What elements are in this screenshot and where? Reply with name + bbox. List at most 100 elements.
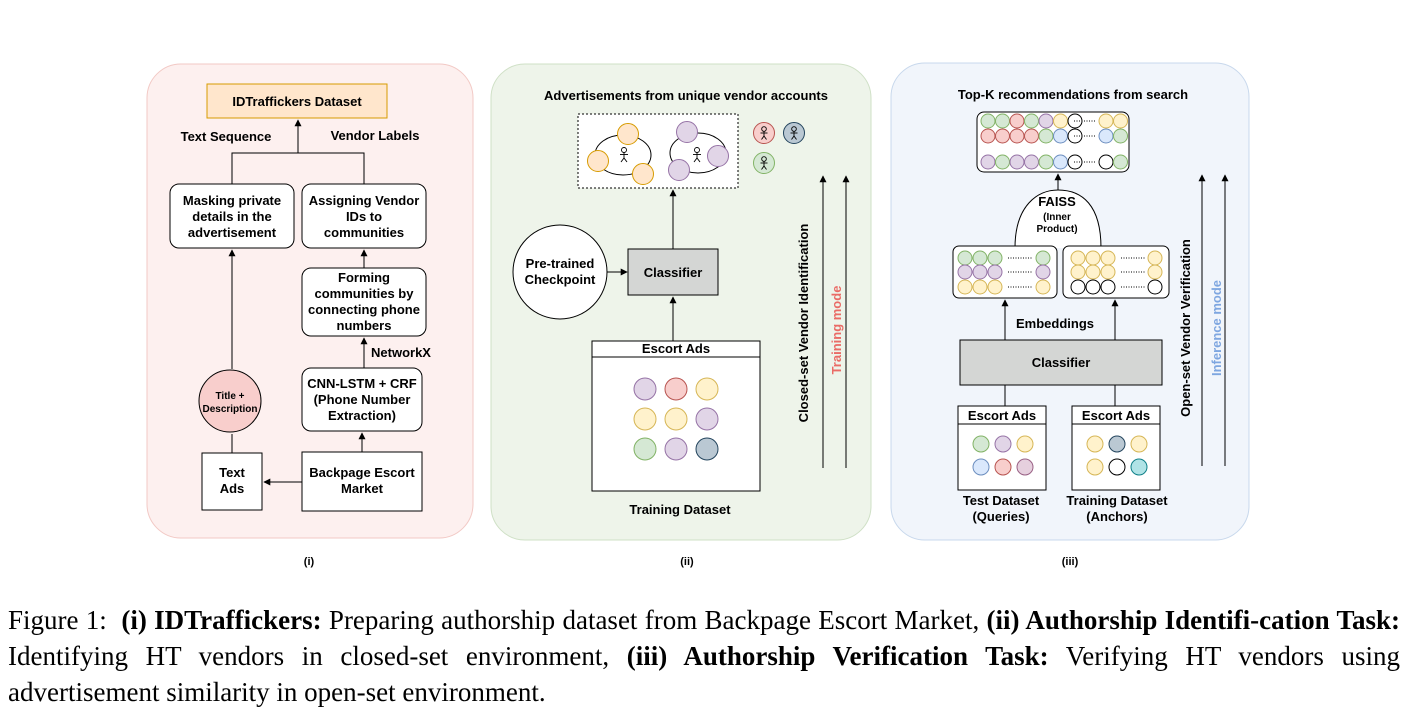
embedding-node [972, 250, 988, 266]
training-mode-label: Training mode [829, 286, 844, 375]
ad-node [695, 377, 719, 401]
idtraffickers-dataset-label: IDTraffickers Dataset [232, 94, 362, 109]
embedding-node [957, 264, 973, 280]
cluster-right-node-3 [668, 159, 690, 181]
vendor-labels-label: Vendor Labels [331, 128, 420, 143]
embeddings-label: Embeddings [1016, 316, 1094, 331]
escort-ads-left-label: Escort Ads [968, 408, 1036, 423]
embedding-node [972, 264, 988, 280]
forming-line-1: Forming [338, 270, 390, 285]
panel-i-label: (i) [304, 556, 315, 568]
embedding-node [957, 250, 973, 266]
embedding-node [1035, 279, 1051, 295]
embedding-node [1035, 250, 1051, 266]
faiss-sub-2: Product) [1036, 224, 1077, 235]
embedding-node [1038, 128, 1054, 144]
test-ads-grid [972, 435, 1034, 476]
text-ads-line-1: Text [219, 465, 245, 480]
ad-node [633, 407, 657, 431]
panel-iii-title: Top-K recommendations from search [958, 87, 1188, 102]
masking-line-3: advertisement [188, 225, 277, 240]
person-icon [693, 147, 701, 163]
ad-node [664, 407, 688, 431]
embedding-node [1113, 113, 1128, 129]
idtraffickers-dataset-box [206, 83, 388, 119]
ads-grid-ii [633, 377, 719, 461]
embedding-node [1053, 154, 1068, 170]
embedding-node [972, 279, 988, 295]
ad-node [1086, 458, 1104, 476]
cluster-right-node-2 [707, 145, 729, 167]
masking-line-1: Masking private [183, 193, 281, 208]
cnn-line-3: Extraction) [328, 408, 396, 423]
embedding-node [1100, 264, 1116, 280]
embeddings-grid [957, 250, 1163, 295]
embedding-node [1085, 250, 1101, 266]
embedding-node [1100, 279, 1116, 295]
caption-part1-text: Preparing authorship dataset from Backpa… [328, 605, 980, 635]
assigning-line-1: Assigning Vendor [309, 193, 420, 208]
masking-line-2: details in the [192, 209, 271, 224]
embedding-node [1070, 250, 1086, 266]
text-ads-box [201, 452, 263, 511]
ad-node [994, 435, 1012, 453]
ad-node [1086, 435, 1104, 453]
pretrained-line-2: Checkpoint [525, 272, 596, 287]
figure-caption: Figure 1: (i) IDTraffickers: Preparing a… [8, 602, 1400, 710]
embedding-node [1113, 128, 1128, 144]
ad-node [994, 458, 1012, 476]
ad-node [633, 377, 657, 401]
cnn-line-1: CNN-LSTM + CRF [307, 376, 416, 391]
ad-node [695, 407, 719, 431]
faiss-label: FAISS [1038, 194, 1076, 209]
embedding-node [1009, 128, 1025, 144]
ad-node [1016, 458, 1034, 476]
cluster-left-node-2 [587, 150, 609, 172]
cluster-right-node-1 [676, 121, 698, 143]
embedding-node [1100, 250, 1116, 266]
embedding-node [957, 279, 973, 295]
embedding-node [987, 250, 1003, 266]
person-icon [760, 156, 768, 170]
masking-box [169, 183, 295, 249]
person-icon [620, 147, 628, 163]
test-dataset-line-2: (Queries) [972, 509, 1029, 524]
text-ads-line-2: Ads [220, 481, 245, 496]
ad-node [633, 437, 657, 461]
assigning-box [301, 183, 427, 249]
forming-box [301, 267, 427, 337]
panel-ii-label: (ii) [680, 556, 694, 568]
forming-line-3: connecting phone [308, 302, 420, 317]
embedding-node [1147, 250, 1163, 266]
embedding-node [995, 154, 1010, 170]
embedding-node [1085, 264, 1101, 280]
embedding-node [1035, 264, 1051, 280]
embedding-node [1070, 264, 1086, 280]
embedding-node [1098, 113, 1114, 129]
embedding-node [1070, 279, 1086, 295]
panel-i: IDTraffickers Dataset Text Sequence Vend… [146, 63, 474, 568]
title-desc-line-2: Description [202, 404, 257, 415]
faiss-sub-1: (Inner [1043, 212, 1071, 223]
escort-ads-right-label: Escort Ads [1082, 408, 1150, 423]
assigning-line-2: IDs to [346, 209, 382, 224]
embedding-node [987, 264, 1003, 280]
embedding-node [1009, 113, 1025, 129]
vendor-legend [753, 122, 805, 174]
closed-set-vertical-label: Closed-set Vendor Identification [796, 224, 811, 423]
panel-ii-title: Advertisements from unique vendor accoun… [544, 88, 828, 103]
ad-node [664, 437, 688, 461]
training-dataset-label-ii: Training Dataset [629, 502, 731, 517]
embedding-node [1024, 113, 1039, 129]
figure-diagram: IDTraffickers Dataset Text Sequence Vend… [146, 62, 1250, 568]
forming-line-4: numbers [337, 318, 392, 333]
embedding-node [1038, 113, 1054, 129]
networkx-label: NetworkX [371, 345, 431, 360]
embedding-node [1024, 154, 1039, 170]
training-dataset-line-1: Training Dataset [1066, 493, 1168, 508]
backpage-line-2: Market [341, 481, 384, 496]
open-set-vertical-label: Open-set Vendor Verification [1178, 239, 1193, 417]
ad-node [972, 435, 990, 453]
ad-node [664, 377, 688, 401]
topk-grid [980, 113, 1128, 170]
